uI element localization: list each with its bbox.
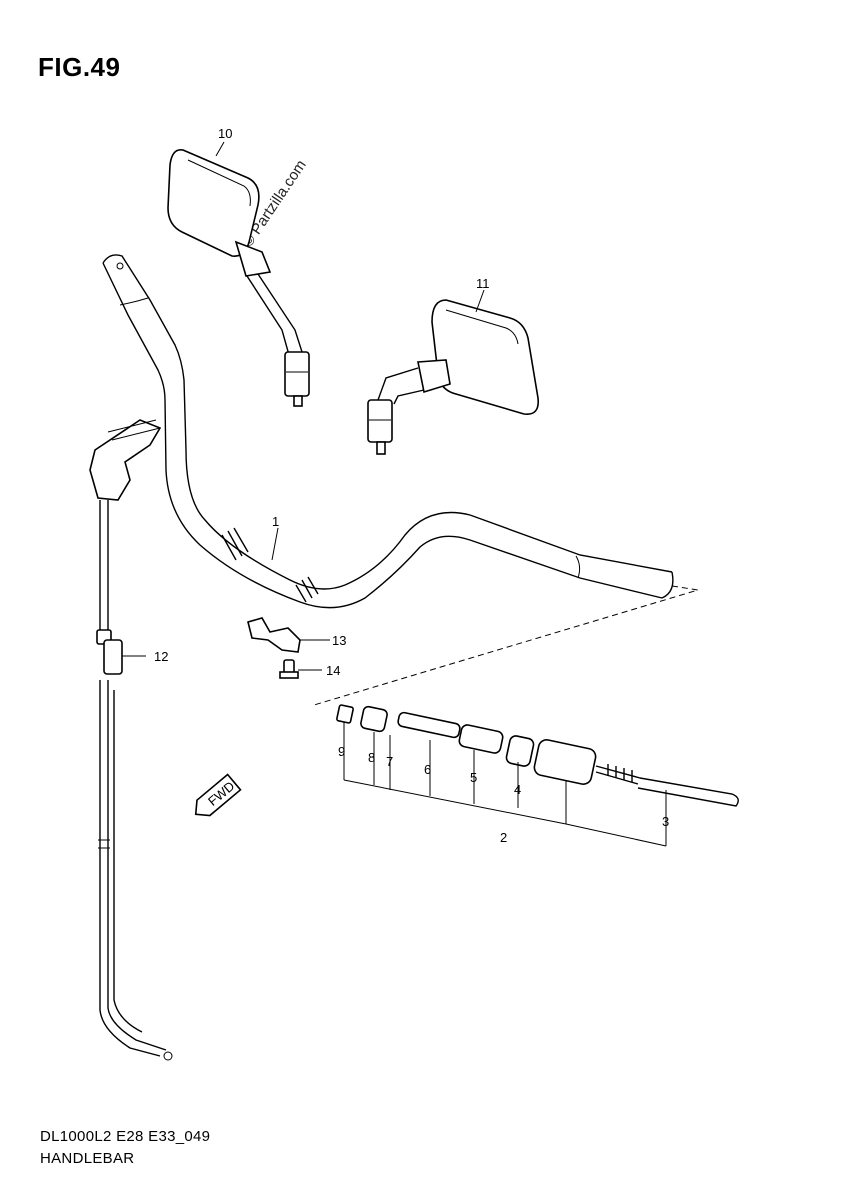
callout-1: 1	[272, 514, 279, 529]
figure-code: DL1000L2 E28 E33_049	[40, 1128, 211, 1145]
callout-3: 3	[662, 814, 669, 829]
mirror-left-part	[167, 148, 310, 407]
screw-part	[279, 659, 322, 679]
callout-8: 8	[368, 750, 375, 765]
callout-10: 10	[218, 126, 232, 141]
bracket-leaders	[343, 722, 667, 847]
callout-11: 11	[476, 276, 490, 291]
callout-5: 5	[470, 770, 477, 785]
fwd-arrow-icon: FWD	[194, 773, 242, 817]
clamp-part	[247, 617, 330, 653]
callout-9: 9	[338, 744, 345, 759]
figure-name: HANDLEBAR	[40, 1150, 135, 1167]
callout-14: 14	[326, 663, 340, 678]
callout-6: 6	[424, 762, 431, 777]
throttle-cable-part	[89, 419, 173, 1061]
bar-end-assembly	[336, 704, 739, 807]
callout-7: 7	[386, 754, 393, 769]
callout-12: 12	[154, 649, 168, 664]
figure-title: FIG.49	[38, 52, 121, 82]
mirror-right-part	[367, 299, 540, 455]
handlebar-part	[102, 254, 674, 609]
callout-13: 13	[332, 633, 346, 648]
callout-4: 4	[514, 782, 521, 797]
callout-2: 2	[500, 830, 507, 845]
